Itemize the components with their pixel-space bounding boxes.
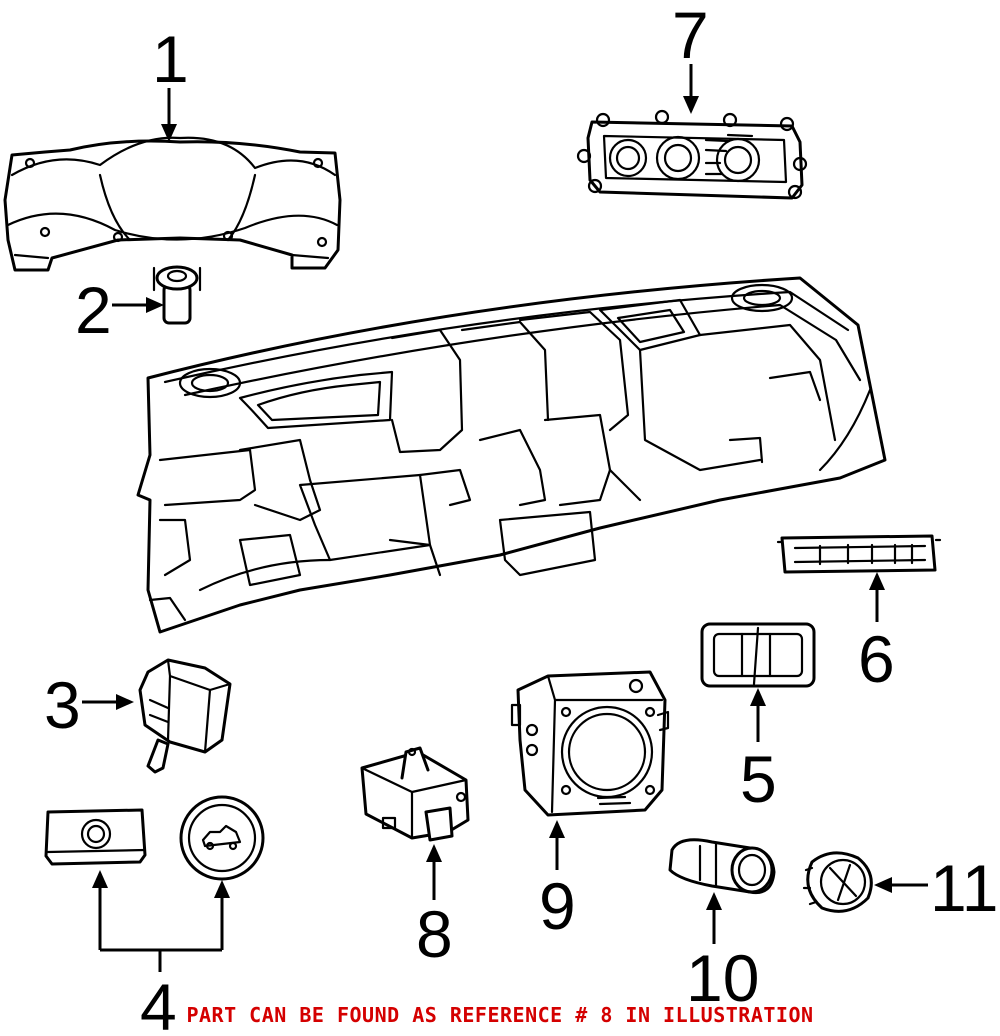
- callout-9: 9: [539, 869, 576, 943]
- part-4-switch-round[interactable]: [179, 795, 265, 881]
- callout-6: 6: [858, 622, 895, 696]
- part-8-module[interactable]: [360, 746, 470, 842]
- arrowhead-3: [116, 694, 134, 710]
- callout-3: 3: [44, 668, 81, 742]
- part-5-switch[interactable]: [700, 622, 816, 688]
- part-6-switch-bank[interactable]: [776, 534, 942, 574]
- arrowhead-6: [869, 572, 885, 590]
- arrowhead-9: [549, 820, 565, 838]
- arrowhead-11: [874, 877, 892, 893]
- part-2-clip[interactable]: [152, 265, 202, 325]
- arrowhead-4-left: [92, 870, 108, 888]
- callout-11: 11: [930, 851, 999, 925]
- arrowhead-7: [683, 96, 699, 114]
- arrowhead-8: [426, 844, 442, 862]
- part-1-instrument-cluster[interactable]: [3, 136, 342, 272]
- arrowhead-5: [750, 688, 766, 706]
- instrument-panel[interactable]: [136, 276, 887, 634]
- callout-1: 1: [152, 22, 189, 96]
- callout-10: 10: [686, 941, 759, 1015]
- part-9-display-unit[interactable]: [510, 670, 670, 817]
- arrowhead-4-right: [214, 880, 230, 898]
- arrowhead-1: [161, 124, 177, 142]
- arrowhead-2: [146, 297, 164, 313]
- part-7-climate-control-panel[interactable]: [576, 109, 808, 200]
- part-4-switch-left[interactable]: [44, 808, 147, 866]
- part-11-bezel[interactable]: [802, 851, 873, 913]
- callout-4: 4: [140, 970, 177, 1036]
- callout-2: 2: [75, 273, 112, 347]
- callout-5: 5: [740, 742, 777, 816]
- reference-banner: PART CAN BE FOUND AS REFERENCE # 8 IN IL…: [186, 1003, 814, 1027]
- part-10-power-outlet[interactable]: [668, 838, 776, 895]
- callout-8: 8: [416, 897, 453, 971]
- arrowhead-10: [706, 892, 722, 910]
- callout-7: 7: [672, 0, 709, 72]
- part-3-switch-assembly[interactable]: [138, 658, 232, 774]
